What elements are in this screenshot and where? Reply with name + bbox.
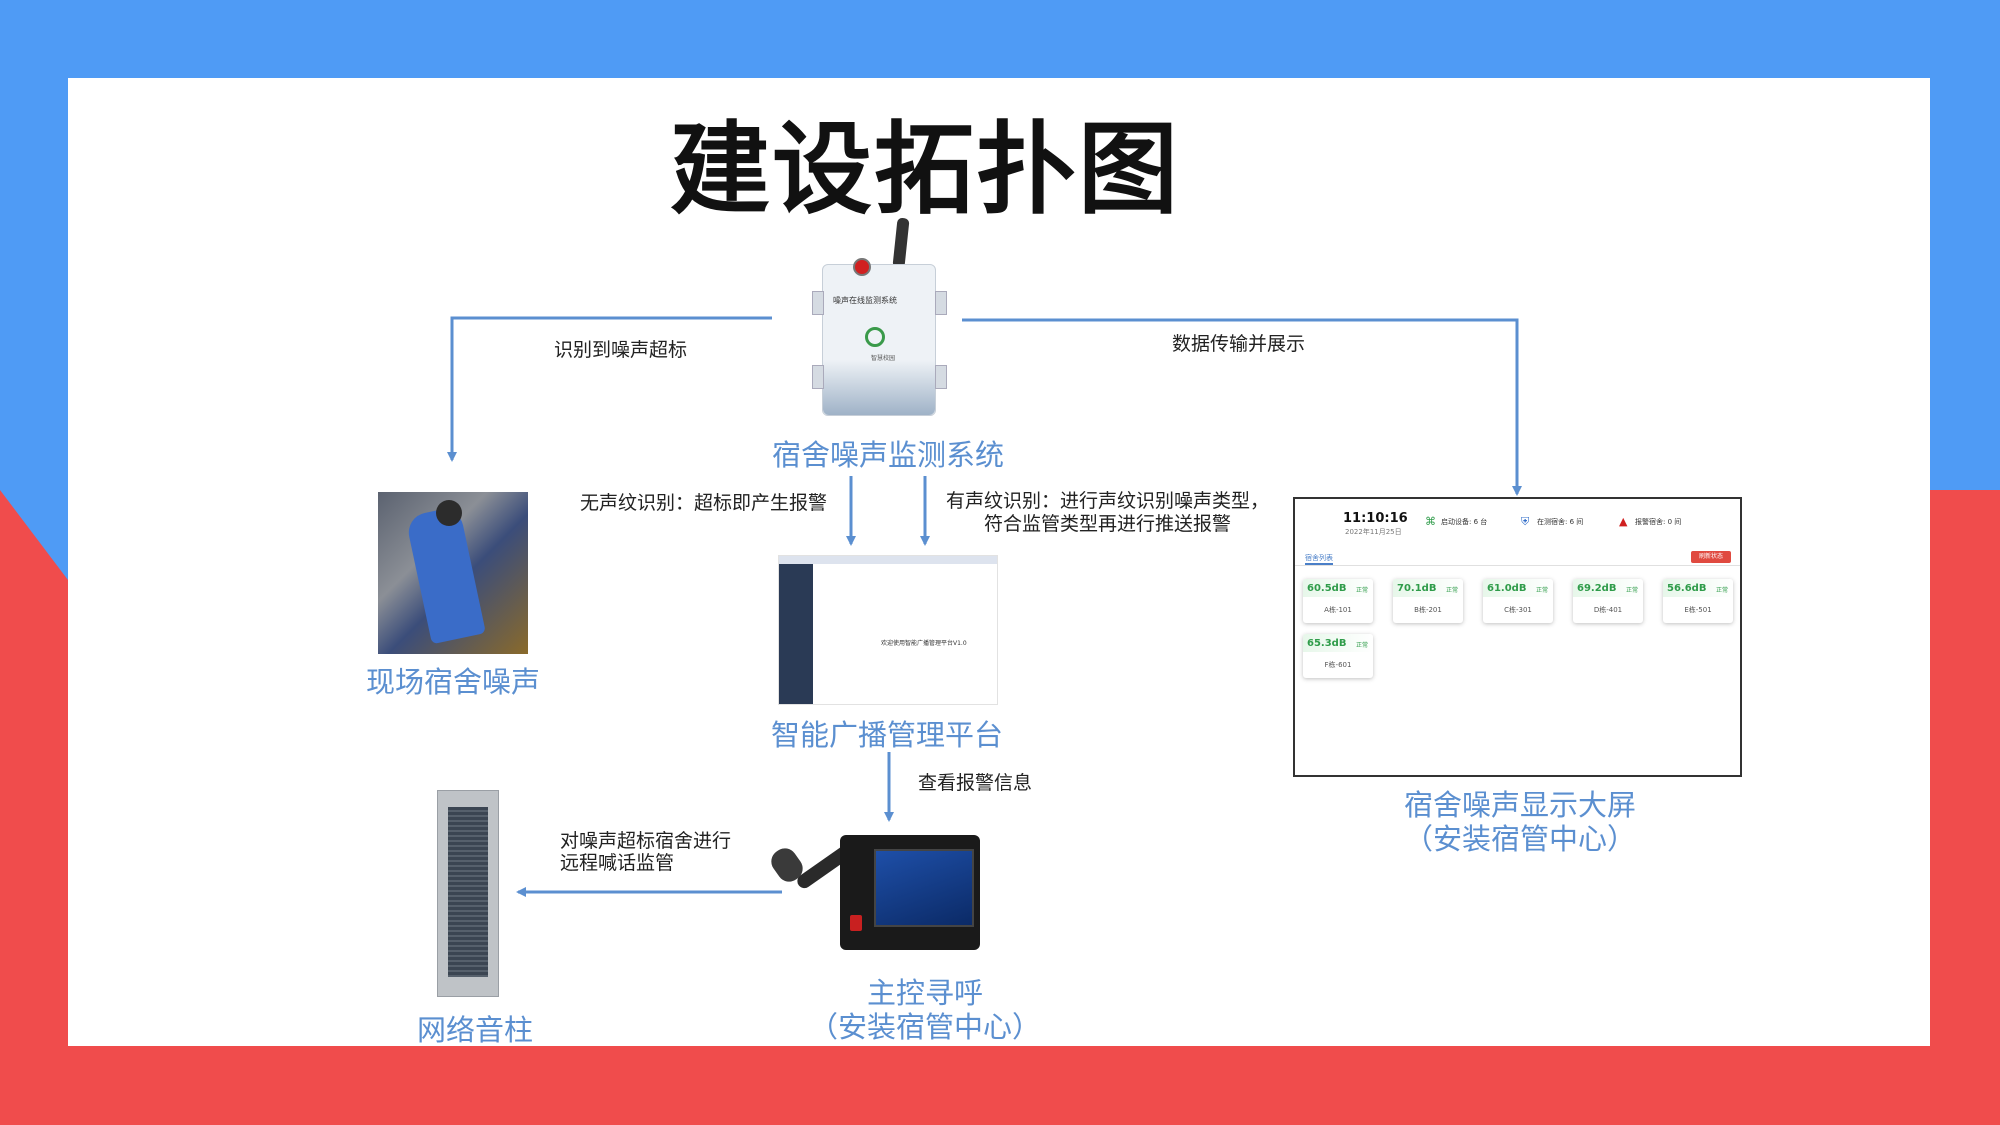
bottom-strip (0, 1046, 2000, 1125)
room-card[interactable]: 70.1dB 正常 B栋-201 (1393, 579, 1463, 623)
warning-icon: ▲ (1619, 515, 1628, 528)
console-red-button (850, 915, 862, 931)
label-network-speaker: 网络音柱 (416, 1013, 533, 1047)
room-status: 正常 (1355, 587, 1368, 594)
room-name: E栋-501 (1684, 606, 1712, 614)
screen-tabbar (1295, 549, 1740, 566)
room-status: 正常 (1535, 587, 1548, 594)
noise-display-screen: 11:10:16 2022年11月25日 ⌘ 启动设备: 6 台 ⛨ 在测宿舍:… (1293, 497, 1742, 777)
device-logo-text: 智慧校园 (871, 355, 896, 362)
room-value: 61.0dB (1487, 583, 1527, 594)
room-card[interactable]: 65.3dB 正常 F栋-601 (1303, 634, 1373, 678)
refresh-status-button[interactable]: 刷新状态 (1691, 551, 1731, 563)
room-card[interactable]: 61.0dB 正常 C栋-301 (1483, 579, 1553, 623)
mount-ear (812, 365, 824, 389)
room-name: F栋-601 (1324, 661, 1352, 669)
room-card[interactable]: 69.2dB 正常 D栋-401 (1573, 579, 1643, 623)
person-head (436, 500, 462, 526)
stat-devices: 启动设备: 6 台 (1441, 518, 1488, 526)
screen-time: 11:10:16 (1343, 511, 1408, 526)
page-title: 建设拓扑图 (670, 111, 1180, 228)
noise-monitor-device: 噪声在线监测系统 智慧校园 (812, 264, 947, 416)
room-value: 60.5dB (1307, 583, 1347, 594)
room-status: 正常 (1445, 587, 1458, 594)
label-monitor-system: 宿舍噪声监测系统 (771, 438, 1004, 472)
speaker-grille (448, 807, 488, 977)
card-head (1573, 579, 1643, 597)
room-card[interactable]: 56.6dB 正常 E栋-501 (1663, 579, 1733, 623)
edge-label-voiceprint-2: 符合监管类型再进行推送报警 (984, 513, 1232, 535)
label-dorm-noise: 现场宿舍噪声 (365, 665, 540, 699)
room-name: D栋-401 (1593, 606, 1623, 614)
device-base (823, 360, 935, 415)
platform-welcome-text: 欢迎使用智能广播管理平台V1.0 (881, 640, 967, 647)
shield-icon: ⛨ (1521, 515, 1530, 528)
edge-label-view-alarm: 查看报警信息 (918, 772, 1033, 794)
room-name: C栋-301 (1504, 606, 1532, 614)
tab-dorm-list[interactable]: 宿舍列表 (1305, 553, 1333, 565)
logo-icon (865, 327, 885, 347)
master-paging-console (840, 835, 980, 950)
edge-label-voiceprint-1: 有声纹识别：进行声纹识别噪声类型， (946, 490, 1270, 512)
edge-label-to-dorm: 识别到噪声超标 (554, 339, 688, 361)
screen-date: 2022年11月25日 (1345, 528, 1402, 536)
room-value: 70.1dB (1397, 583, 1437, 594)
alarm-button-icon (853, 258, 871, 276)
edge-label-remote-1: 对噪声超标宿舍进行 (560, 830, 732, 852)
dorm-noise-photo (378, 492, 528, 654)
stat-alarms: 报警宿舍: 0 间 (1635, 518, 1682, 526)
device-label: 噪声在线监测系统 (833, 296, 897, 305)
console-screen (874, 849, 974, 927)
room-name: A栋-101 (1324, 606, 1352, 614)
label-display-screen-1: 宿舍噪声显示大屏 (1403, 788, 1636, 822)
label-broadcast-platform: 智能广播管理平台 (770, 718, 1003, 752)
room-card[interactable]: 60.5dB 正常 A栋-101 (1303, 579, 1373, 623)
platform-sidebar (779, 564, 813, 704)
room-value: 56.6dB (1667, 583, 1707, 594)
room-status: 正常 (1625, 587, 1638, 594)
card-head (1303, 634, 1373, 652)
platform-topbar (779, 556, 997, 564)
label-display-screen-2: （安装宿管中心） (1403, 822, 1636, 856)
card-head (1303, 579, 1373, 597)
label-master-paging-1: 主控寻呼 (866, 976, 983, 1010)
room-value: 69.2dB (1577, 583, 1617, 594)
label-master-paging-2: （安装宿管中心） (808, 1010, 1041, 1044)
room-value: 65.3dB (1307, 638, 1347, 649)
stat-dorms: 在测宿舍: 6 间 (1537, 518, 1584, 526)
arrow-to-display (962, 318, 1522, 496)
card-head (1393, 579, 1463, 597)
edge-label-no-voiceprint: 无声纹识别：超标即产生报警 (580, 492, 828, 514)
arrow-to-dorm (447, 316, 772, 462)
device-icon: ⌘ (1425, 515, 1436, 528)
room-status: 正常 (1715, 587, 1728, 594)
edge-label-to-display: 数据传输并展示 (1172, 333, 1306, 355)
edge-label-remote-2: 远程喊话监管 (560, 852, 675, 874)
mount-ear (935, 291, 947, 315)
card-head (1663, 579, 1733, 597)
network-speaker-column (437, 790, 499, 997)
room-name: B栋-201 (1414, 606, 1442, 614)
card-head (1483, 579, 1553, 597)
broadcast-platform-screenshot: 欢迎使用智能广播管理平台V1.0 (778, 555, 998, 705)
mount-ear (935, 365, 947, 389)
room-status: 正常 (1355, 642, 1368, 649)
mount-ear (812, 291, 824, 315)
person-figure (405, 505, 486, 645)
